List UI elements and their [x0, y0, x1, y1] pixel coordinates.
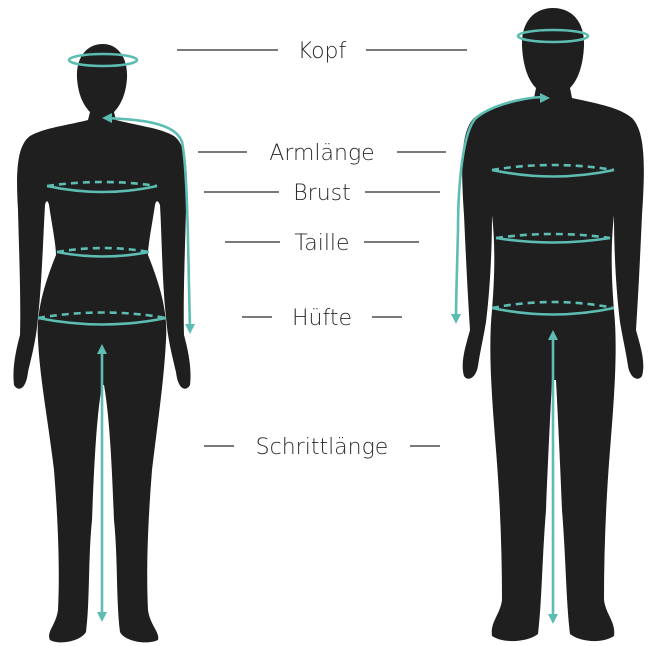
label-brust-group: Brust: [204, 181, 440, 206]
label-huefte: Hüfte: [292, 306, 352, 331]
label-brust: Brust: [293, 181, 350, 206]
label-armlaenge-group: Armlänge: [198, 141, 446, 166]
label-kopf-group: Kopf: [177, 39, 467, 64]
label-kopf: Kopf: [298, 39, 347, 64]
label-armlaenge: Armlänge: [269, 141, 374, 166]
label-taille-group: Taille: [225, 231, 419, 256]
label-huefte-group: Hüfte: [242, 306, 402, 331]
label-taille: Taille: [294, 231, 349, 256]
male-arm-arrow-end-icon: [451, 314, 461, 324]
female-arm-arrow-end-icon: [185, 324, 195, 334]
label-schrittlaenge-group: Schrittlänge: [204, 435, 440, 460]
male-inseam-arrow-bottom-icon: [548, 614, 558, 624]
label-schrittlaenge: Schrittlänge: [256, 435, 389, 460]
female-inseam-arrow-bottom-icon: [97, 612, 107, 622]
